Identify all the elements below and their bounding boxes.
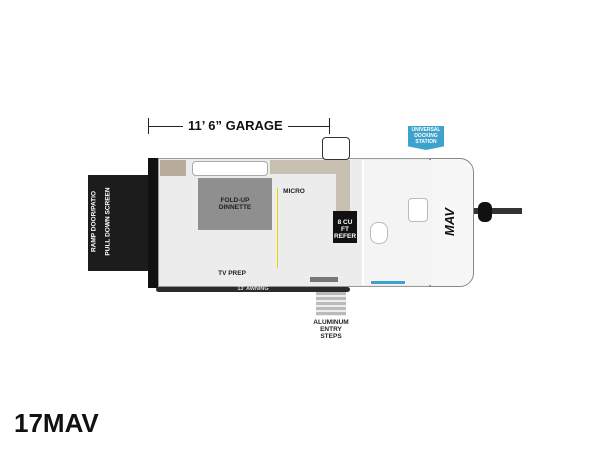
awning <box>156 287 350 292</box>
garage-cabinet <box>160 160 186 176</box>
sink <box>408 198 428 222</box>
micro-label: MICRO <box>283 188 305 195</box>
sofa-bed <box>192 161 268 176</box>
garage-dimension-tick-right <box>329 118 330 134</box>
kitchen-counter-return <box>336 174 350 214</box>
dinette-label: FOLD-UP DINNETTE <box>218 197 252 211</box>
garage-dimension-label: 11’ 6” GARAGE <box>183 118 288 133</box>
tv-prep-label: TV PREP <box>218 270 246 277</box>
screen-label: PULL DOWN SCREEN <box>104 187 112 256</box>
hitch <box>474 208 522 214</box>
window-front <box>371 281 405 284</box>
entry-door[interactable] <box>310 277 338 282</box>
dinette <box>198 178 272 230</box>
docking-station-label: UNIVERSAL DOCKING STATION <box>411 127 441 145</box>
refrigerator <box>333 211 357 243</box>
refer-label: 8 CU FT REFER <box>334 219 357 240</box>
roof-vent <box>322 137 350 160</box>
garage-dimension-tick-left <box>148 118 149 134</box>
jack <box>478 202 492 222</box>
model-name: 17MAV <box>14 408 99 438</box>
center-line <box>277 188 278 268</box>
kitchen-counter <box>270 160 350 174</box>
front-cap <box>430 158 474 287</box>
rear-wall <box>148 158 158 288</box>
docking-station-badge <box>408 126 444 150</box>
steps-label: ALUMINUM ENTRY STEPS <box>313 319 349 340</box>
ramp-label: RAMP DOOR/PATIO <box>90 190 98 253</box>
ramp-door <box>88 175 150 271</box>
awning-label: 13' AWNING <box>237 286 269 292</box>
toilet <box>370 222 388 244</box>
logo: MAV <box>442 208 457 236</box>
entry-steps <box>316 292 346 316</box>
